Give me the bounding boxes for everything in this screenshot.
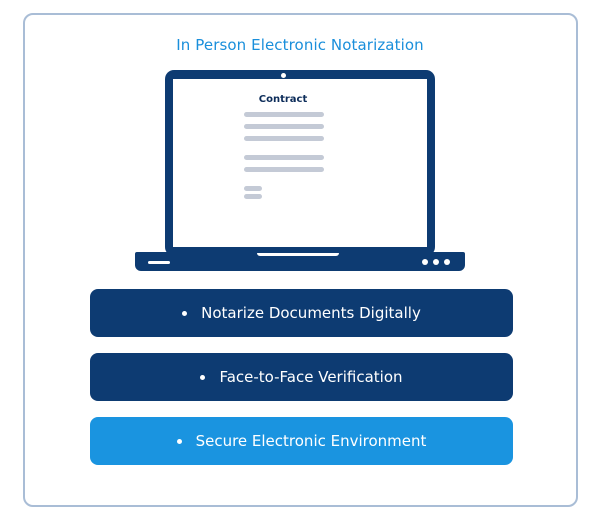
text-line xyxy=(244,194,262,199)
bullet-icon xyxy=(182,310,188,316)
feature-secure-environment: Secure Electronic Environment xyxy=(90,417,513,465)
document-title: Contract xyxy=(258,94,308,105)
diagram-title: In Person Electronic Notarization xyxy=(176,36,424,54)
feature-notarize-digitally: Notarize Documents Digitally xyxy=(90,289,513,337)
text-line xyxy=(244,136,324,141)
laptop-notch xyxy=(257,253,339,256)
indicator-dot-icon xyxy=(433,259,439,265)
laptop-slot xyxy=(148,261,170,264)
text-line xyxy=(244,167,324,172)
laptop-base xyxy=(135,252,465,271)
laptop-illustration: Contract xyxy=(135,70,465,272)
text-line xyxy=(244,112,324,117)
text-line xyxy=(244,186,262,191)
feature-label: Face-to-Face Verification xyxy=(219,368,403,386)
feature-label: Secure Electronic Environment xyxy=(195,432,427,450)
laptop-lid: Contract xyxy=(165,70,435,256)
text-line xyxy=(244,124,324,129)
text-line xyxy=(244,155,324,160)
indicator-dot-icon xyxy=(422,259,428,265)
camera-icon xyxy=(281,73,286,78)
indicator-dot-icon xyxy=(444,259,450,265)
feature-label: Notarize Documents Digitally xyxy=(201,304,421,322)
bullet-icon xyxy=(176,438,182,444)
laptop-screen: Contract xyxy=(173,79,427,247)
feature-face-to-face: Face-to-Face Verification xyxy=(90,353,513,401)
bullet-icon xyxy=(200,374,206,380)
